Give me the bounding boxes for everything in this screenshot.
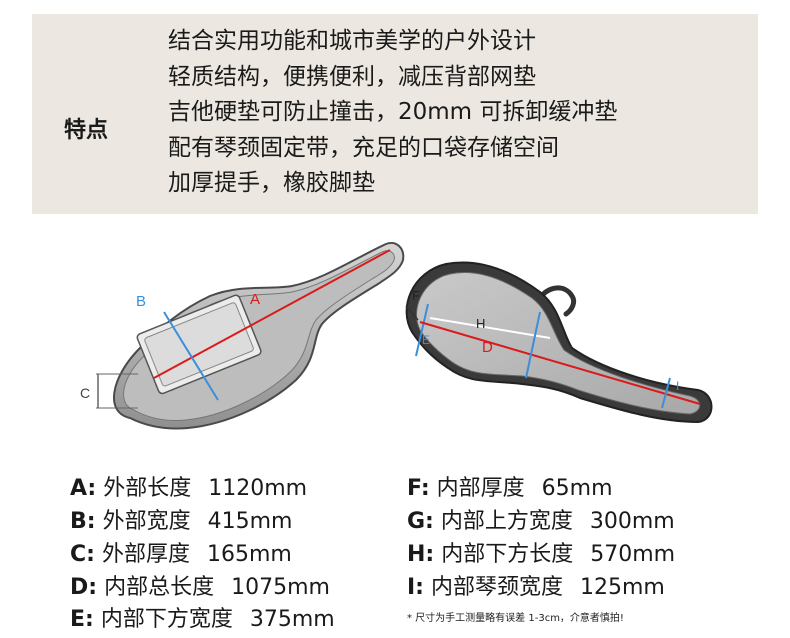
spec-row-f: F: 内部厚度 65mm (407, 476, 613, 501)
features-label: 特点 (64, 118, 109, 143)
dimension-label-a: A (250, 291, 260, 308)
dimension-label-h: H (476, 316, 485, 331)
spec-row-g: G: 内部上方宽度 300mm (407, 509, 675, 534)
spec-value: 415mm (207, 509, 293, 534)
dimension-line-a (153, 249, 391, 379)
dimension-line-h (429, 317, 551, 339)
dimension-label-i: I (676, 379, 679, 393)
spec-row-c: C: 外部厚度 165mm (70, 542, 292, 567)
spec-value: 570mm (590, 542, 676, 567)
spec-row-d: D: 内部总长度 1075mm (70, 575, 330, 600)
spec-name: 内部上方宽度 (440, 509, 573, 534)
spec-row-i: I: 内部琴颈宽度 125mm (407, 575, 665, 600)
dimension-line-b (163, 311, 219, 401)
spec-value: 300mm (589, 509, 675, 534)
dimension-line-g (525, 311, 541, 379)
dimension-line-i (661, 377, 671, 409)
dimension-label-d: D (482, 339, 493, 356)
spec-name: 内部琴颈宽度 (430, 575, 563, 600)
spec-row-h: H: 内部下方长度 570mm (407, 542, 676, 567)
features-panel: 特点 结合实用功能和城市美学的户外设计 轻质结构，便携便利，减压背部网垫 吉他硬… (32, 14, 758, 214)
spec-name: 内部厚度 (436, 476, 525, 501)
footnote: * 尺寸为手工测量略有误差 1-3cm，介意者慎拍! (407, 613, 624, 624)
dimension-line-f (405, 305, 419, 321)
spec-value: 125mm (580, 575, 665, 600)
features-list: 结合实用功能和城市美学的户外设计 轻质结构，便携便利，减压背部网垫 吉他硬垫可防… (168, 24, 617, 202)
dimension-label-f: F (412, 288, 420, 303)
dimension-label-e: E (422, 333, 430, 347)
case-dimension-diagram: A B C F E H D I (80, 242, 713, 430)
spec-name: 内部下方宽度 (100, 607, 233, 632)
feature-item: 结合实用功能和城市美学的户外设计 (168, 28, 536, 54)
feature-item: 加厚提手，橡胶脚垫 (168, 170, 375, 196)
dimension-line-d (419, 321, 701, 405)
spec-name: 内部下方长度 (441, 542, 574, 567)
feature-item: 配有琴颈固定带，充足的口袋存储空间 (168, 134, 559, 161)
spec-name: 外部厚度 (101, 542, 190, 567)
feature-item: 轻质结构，便携便利，减压背部网垫 (168, 63, 536, 90)
spec-row-a: A: 外部长度 1120mm (70, 476, 308, 501)
dimension-label-c: C (80, 385, 90, 401)
feature-item: 吉他硬垫可防止撞击，20mm 可拆卸缓冲垫 (168, 99, 618, 125)
dimension-label-b: B (136, 293, 146, 310)
spec-row-e: E: 内部下方宽度 375mm (70, 607, 335, 632)
spec-name: 外部宽度 (102, 509, 191, 534)
spec-value: 1075mm (231, 575, 330, 600)
spec-name: 内部总长度 (104, 575, 215, 600)
spec-row-b: B: 外部宽度 415mm (70, 509, 293, 534)
open-case-illustration: F E H D I (405, 261, 713, 424)
dimension-line-e (415, 303, 429, 357)
spec-value: 65mm (541, 476, 613, 501)
spec-value: 165mm (206, 542, 292, 567)
spec-value: 1120mm (208, 476, 308, 501)
spec-name: 外部长度 (103, 476, 192, 501)
closed-case-illustration: A B C (80, 242, 405, 430)
spec-value: 375mm (249, 607, 335, 632)
